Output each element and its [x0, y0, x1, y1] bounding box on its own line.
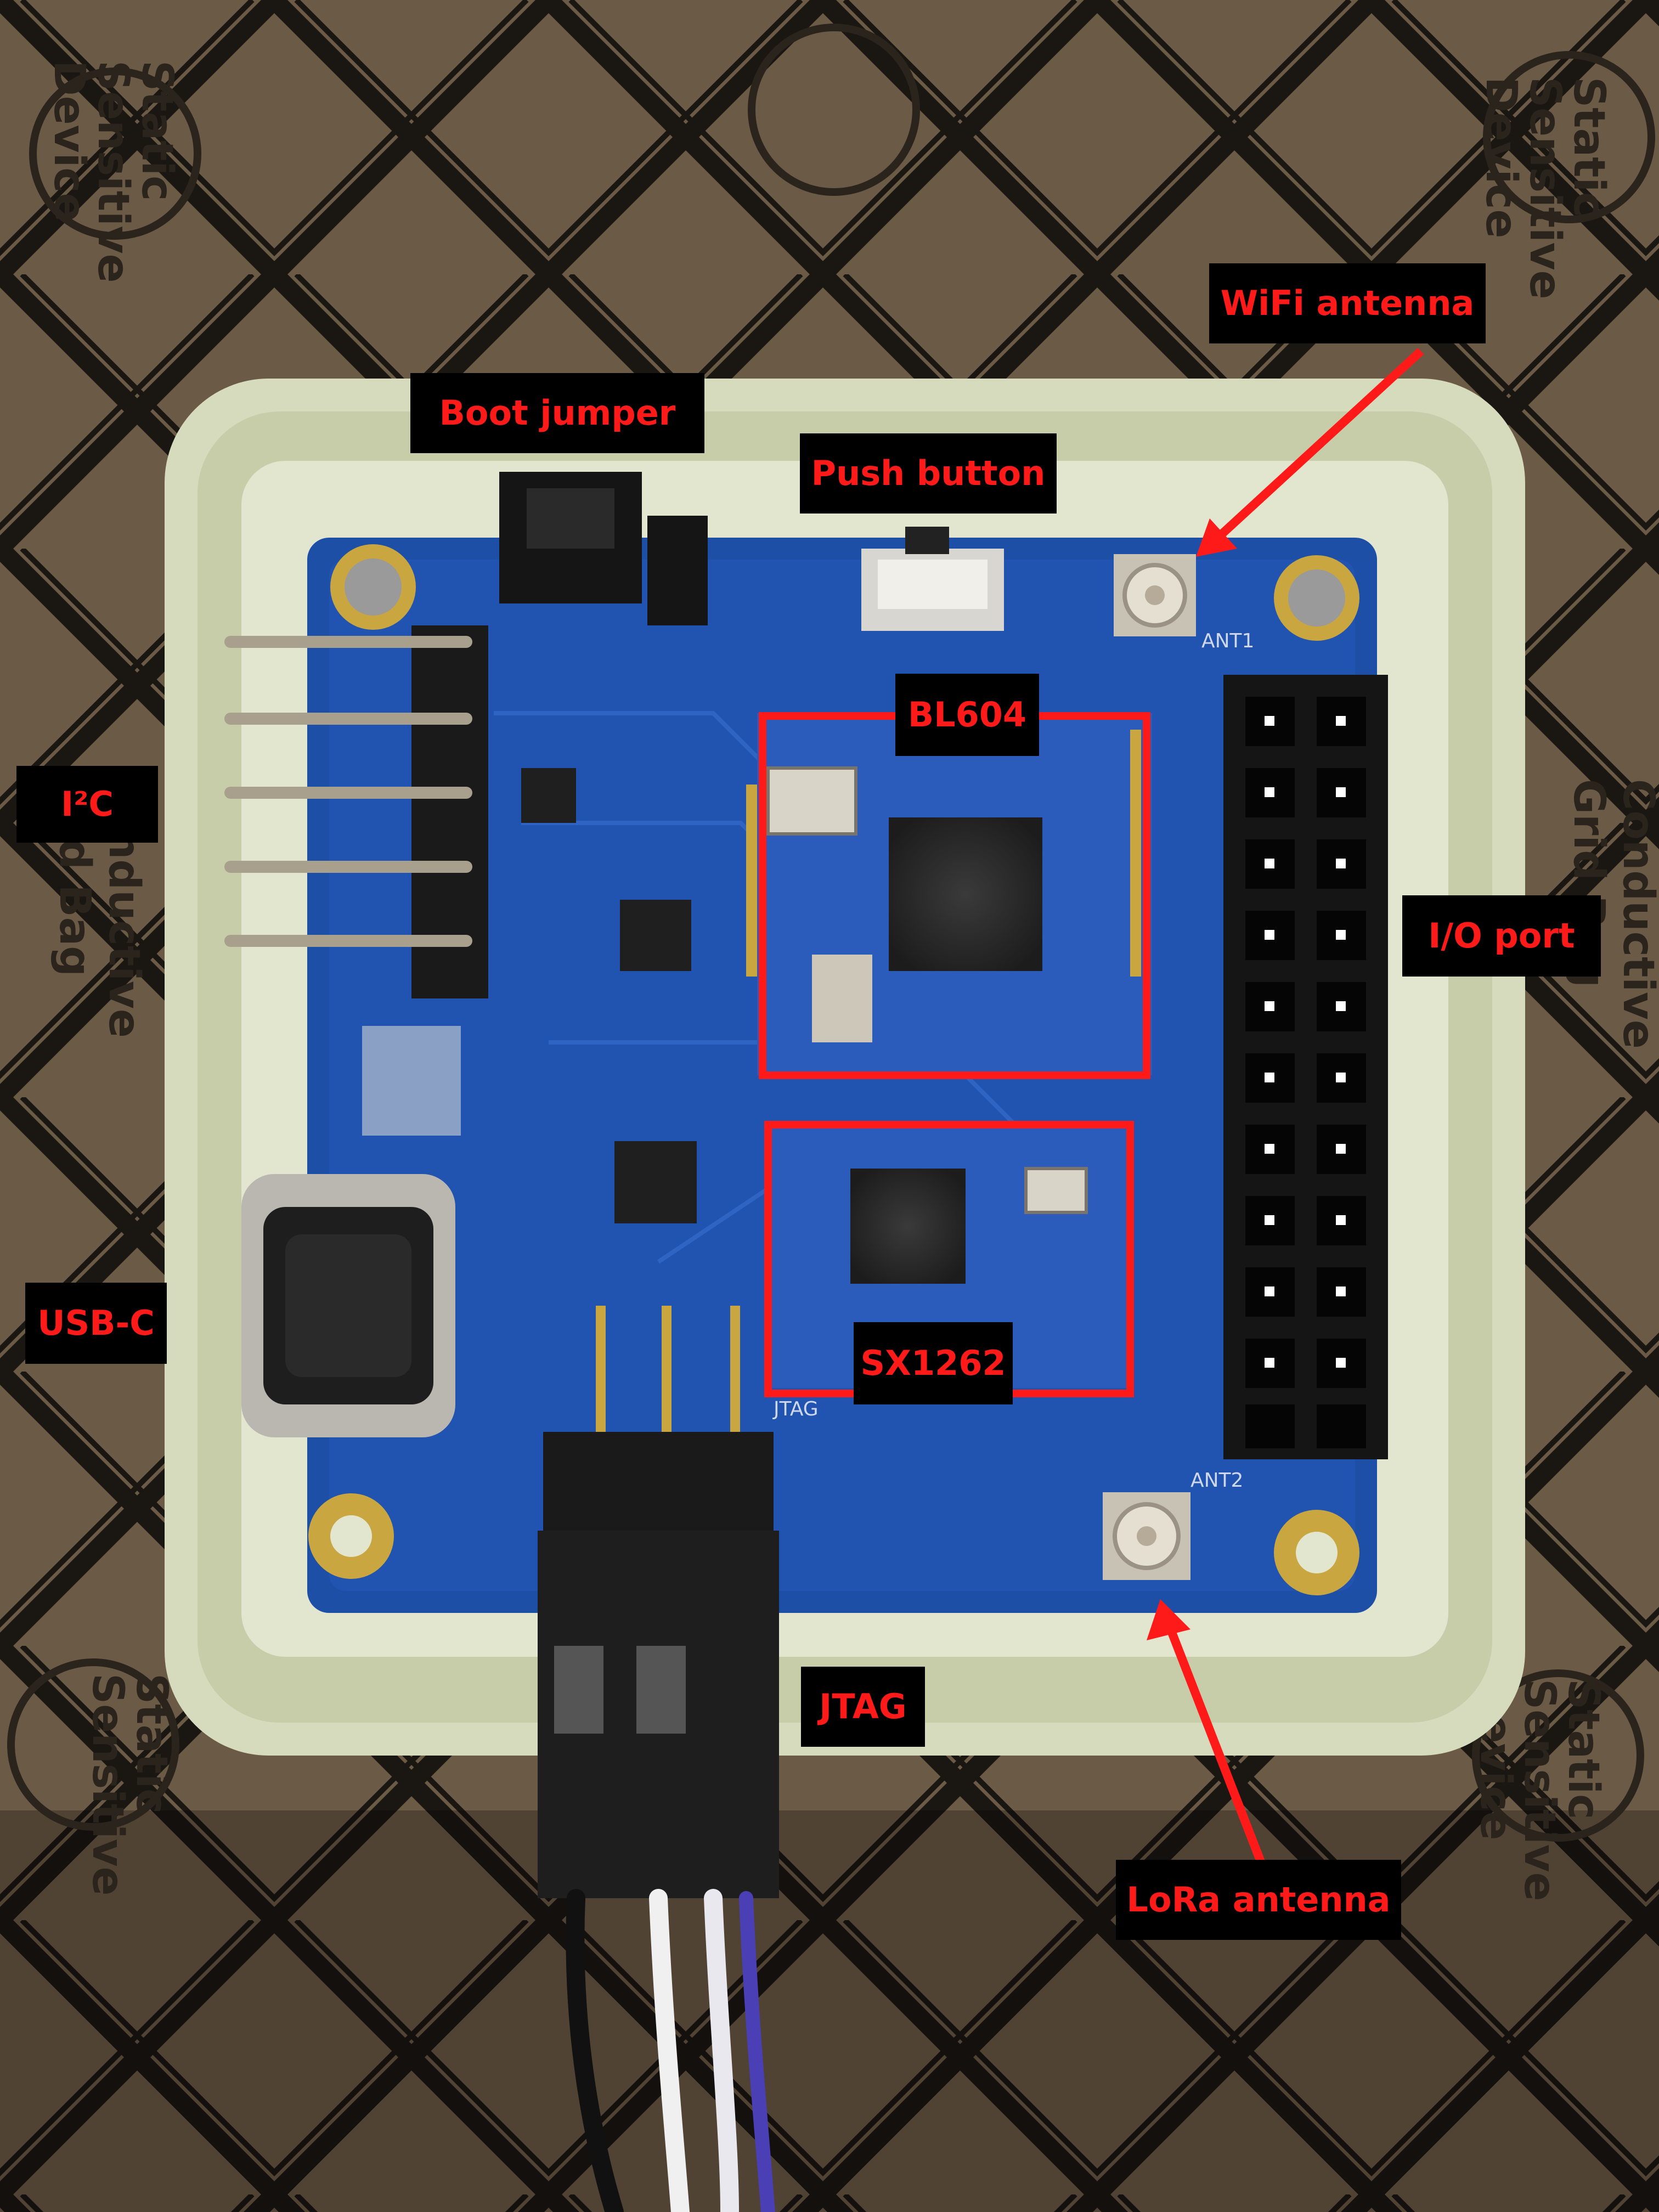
label-lora-antenna: LoRa antenna	[1116, 1860, 1401, 1940]
label-push-button: Push button	[800, 433, 1057, 514]
bag-text-static-4: Static	[1559, 1679, 1608, 1819]
sx1262-chip	[850, 1169, 966, 1284]
label-sx1262: SX1262	[854, 1322, 1013, 1404]
bag-text-device-2: Device	[1476, 77, 1526, 238]
label-jtag: JTAG	[801, 1667, 925, 1747]
static-logo-top-center	[748, 24, 920, 196]
wifi-antenna-arrow	[1215, 348, 1424, 541]
bag-text-sensitive-2: Sensitive	[1520, 77, 1570, 300]
label-i2c: I²C	[16, 766, 158, 843]
io-port-header	[1223, 675, 1388, 1459]
i2c-header	[224, 625, 488, 998]
lora-antenna-arrow	[1164, 1622, 1277, 1894]
bl604-chip	[889, 817, 1042, 971]
annotation-arrows	[1147, 348, 1424, 1894]
bag-text-static-1: Static	[132, 60, 182, 201]
label-bl604: BL604	[895, 674, 1039, 756]
silk-ant1: ANT1	[1201, 630, 1254, 652]
silk-jtag: JTAG	[772, 1398, 819, 1420]
silk-ant2: ANT2	[1190, 1469, 1243, 1492]
label-usb-c: USB-C	[25, 1283, 167, 1364]
static-logo-top-left	[29, 67, 201, 240]
bag-text-device-1: Device	[44, 60, 94, 222]
bag-text-sensitive-1: Sensitive	[88, 60, 138, 283]
label-io-port: I/O port	[1402, 895, 1601, 977]
jtag-wires	[566, 1889, 775, 2212]
bag-text-static-2: Static	[1564, 77, 1613, 217]
bag-text-sensitive-3: Sensitive	[83, 1673, 132, 1896]
label-boot-jumper: Boot jumper	[410, 373, 704, 453]
static-logo-top-right	[1483, 51, 1655, 223]
bag-text-sensitive-4: Sensitive	[1515, 1679, 1564, 1901]
static-logo-bottom-right	[1472, 1669, 1644, 1842]
static-logo-bottom-left	[7, 1658, 179, 1831]
jtag-header	[538, 1306, 779, 1898]
bag-text-conductive-right: Conductive	[1613, 779, 1659, 1049]
label-wifi-antenna: WiFi antenna	[1209, 263, 1486, 343]
bag-text-static-3: Static	[127, 1673, 176, 1814]
